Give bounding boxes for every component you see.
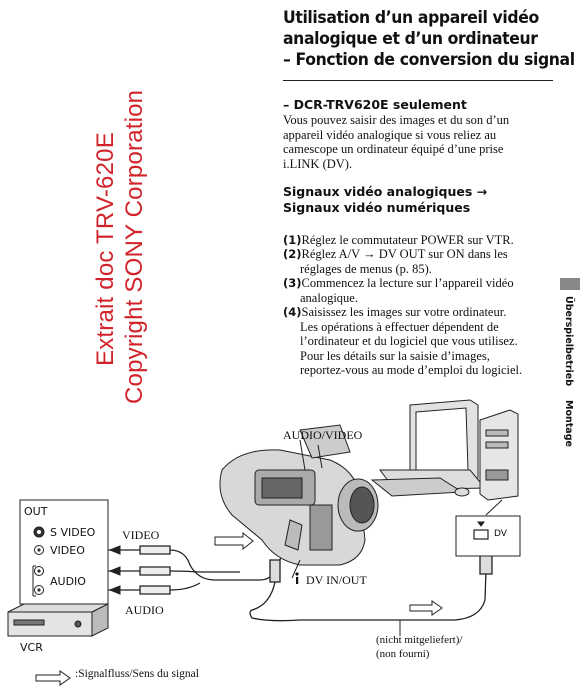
- ilink-icon: [295, 572, 299, 584]
- step-2-line-1: Réglez A/V → DV OUT sur ON dans les: [301, 247, 508, 261]
- not-supplied-line-2: (non fourni): [376, 648, 430, 660]
- step-1-number: (1): [283, 233, 302, 247]
- audio-video-jack-label: AUDIO/VIDEO: [283, 428, 363, 442]
- signal-flow-legend: :Signalfluss/Sens du signal: [75, 668, 199, 680]
- model-heading: – DCR-TRV620E seulement: [283, 97, 467, 112]
- section-heading-line-1: Signaux vidéo analogiques →: [283, 184, 488, 199]
- step-4-line-1: Saisissez les images sur votre ordinateu…: [301, 305, 507, 319]
- step-3-line-2: analogique.: [300, 290, 358, 305]
- intro-text: Vous pouvez saisir des images et du son …: [283, 113, 553, 171]
- step-4-line-4: Pour les détails sur la saisie d’images,: [300, 348, 490, 363]
- computer-tower-icon: [479, 409, 519, 501]
- step-1: (1)Réglez le commutateur POWER sur VTR.: [283, 233, 553, 248]
- audio-jack-l-icon: [34, 566, 44, 576]
- step-3: (3)Commencez la lecture sur l’appareil v…: [283, 276, 553, 305]
- dv-port-label: DV: [494, 529, 507, 539]
- vcr-svideo-label: S VIDEO: [50, 526, 96, 539]
- step-4-line-2: Les opérations à effectuer dépendent de: [300, 319, 499, 334]
- step-2-line-2: réglages de menus (p. 85).: [300, 261, 432, 276]
- vcr-device-icon: [7, 603, 109, 637]
- page-title-line-3: – Fonction de conversion du signal: [283, 50, 575, 70]
- vcr-label: VCR: [20, 641, 43, 654]
- dv-inout-label: DV IN/OUT: [306, 573, 367, 587]
- vcr-video-label: VIDEO: [50, 544, 85, 557]
- step-2: (2)Réglez A/V → DV OUT sur ON dans les r…: [283, 247, 553, 276]
- intro-line-2: appareil vidéo analogique si vous reliez…: [283, 127, 497, 142]
- dv-port-icon: [473, 529, 489, 540]
- step-4-line-5: reportez-vous au mode d’emploi du logici…: [300, 363, 523, 377]
- dv-port-arrow: [477, 521, 485, 527]
- video-jack-icon: [34, 545, 44, 555]
- step-1-text: Réglez le commutateur POWER sur VTR.: [301, 233, 514, 247]
- step-4-line-3: l’ordinateur et du logiciel que vous uti…: [300, 334, 518, 348]
- intro-line-4: i.LINK (DV).: [283, 156, 353, 171]
- section-heading: Signaux vidéo analogiques → Signaux vidé…: [283, 184, 487, 216]
- intro-line-3: camescope un ordinateur équipé d’une pri…: [283, 142, 504, 156]
- not-supplied-line-1: (nicht mitgeliefert)/: [376, 634, 463, 646]
- camcorder-icon: [219, 424, 379, 566]
- dv-cable: [249, 536, 493, 622]
- step-3-number: (3): [283, 276, 302, 290]
- svideo-jack-icon: [33, 526, 45, 538]
- page-title: Utilisation d’un appareil vidéo analogiq…: [283, 8, 575, 71]
- signal-flow-arrow: [35, 531, 443, 686]
- step-4: (4)Saisissez les images sur votre ordina…: [283, 305, 553, 378]
- av-cable: [108, 539, 286, 595]
- intro-line-1: Vous pouvez saisir des images et du son …: [283, 113, 510, 127]
- step-2-number: (2): [283, 247, 302, 261]
- video-cable-label: VIDEO: [122, 528, 160, 542]
- audio-jack-r-icon: [34, 585, 44, 595]
- section-heading-line-2: Signaux vidéo numériques: [283, 200, 471, 215]
- side-tab-marker: [560, 278, 580, 290]
- audio-cable-label: AUDIO: [125, 603, 164, 617]
- computer-monitor-icon: [379, 399, 487, 491]
- page-title-line-2: analogique et d’un ordinateur: [283, 29, 538, 49]
- page-title-line-1: Utilisation d’un appareil vidéo: [283, 8, 539, 28]
- step-3-line-1: Commencez la lecture sur l’appareil vidé…: [301, 276, 514, 290]
- vcr-out-label: OUT: [24, 505, 48, 518]
- step-4-number: (4): [283, 305, 302, 319]
- vcr-audio-label: AUDIO: [50, 575, 86, 588]
- cable-direction-arrows: [108, 545, 121, 595]
- title-rule: [283, 80, 553, 81]
- mouse-icon: [454, 487, 470, 497]
